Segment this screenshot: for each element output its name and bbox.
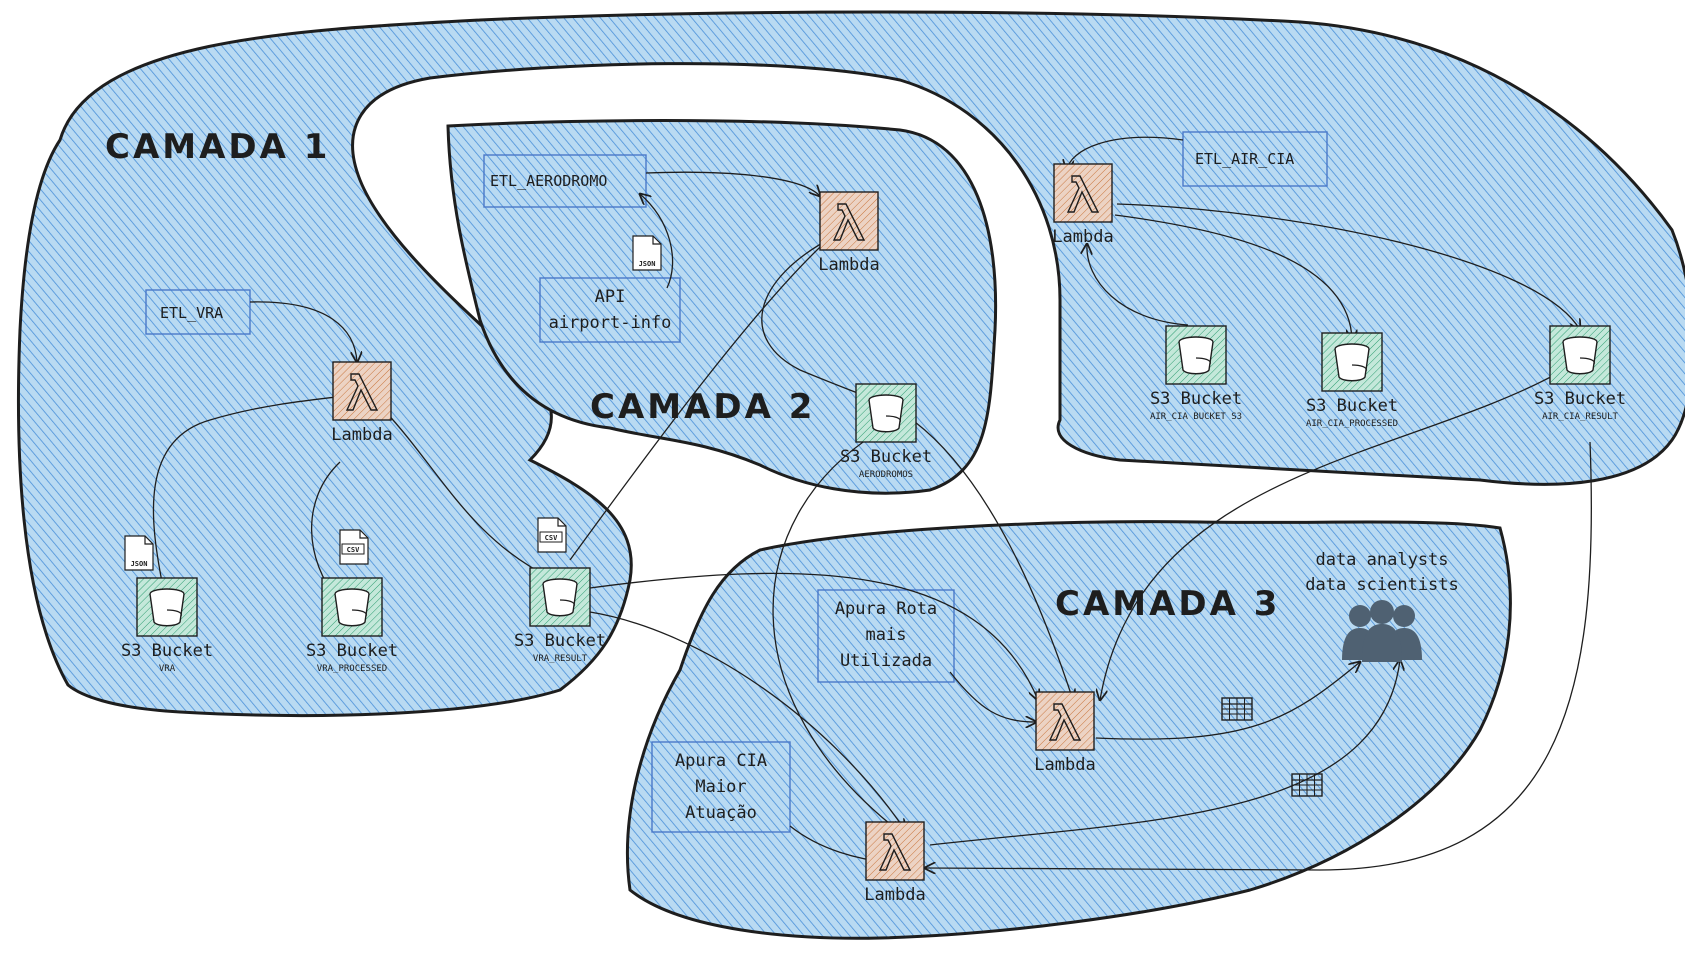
etl-air-cia-box: ETL_AIR_CIA xyxy=(1182,131,1328,187)
s3-bucket-icon xyxy=(529,567,591,627)
lambda-cia: Lambda xyxy=(864,821,926,905)
edge-etl-aerodromo-to-lambda xyxy=(645,171,820,196)
bucket-air-cia-processed-label: S3 Bucket xyxy=(1306,396,1398,416)
bucket-vra-processed: S3 Bucket VRA_PROCESSED xyxy=(306,577,398,674)
edge-air-cia-result-to-lambda-3 xyxy=(1100,371,1561,700)
users-icon xyxy=(1342,600,1422,662)
bucket-vra-name: VRA xyxy=(159,664,176,674)
lambda-icon xyxy=(865,821,925,881)
api-airport-info-box: API airport-info xyxy=(539,277,681,343)
edge-lambda-to-air-cia-processed xyxy=(1114,214,1352,340)
bucket-air-cia-processed: S3 Bucket AIR_CIA_PROCESSED xyxy=(1306,332,1398,429)
s3-bucket-icon xyxy=(321,577,383,637)
lambda-icon xyxy=(1035,691,1095,751)
task-rota-line-1: Apura Rota xyxy=(835,599,937,619)
layer-2-title: CAMADA 2 xyxy=(590,387,815,427)
edge-air-cia-bucket-to-lambda xyxy=(1087,244,1189,326)
table-icon xyxy=(1291,773,1323,797)
table-icon xyxy=(1221,697,1253,721)
bucket-air-cia-name: AIR_CIA BUCKET S3 xyxy=(1150,412,1242,422)
layer-1-region xyxy=(16,10,1685,718)
task-rota-line-2: mais xyxy=(866,625,907,645)
csv-file-icon: CSV xyxy=(537,517,567,553)
json-badge-text-2: JSON xyxy=(639,260,656,268)
bucket-vra-result: S3 Bucket VRA_RESULT xyxy=(514,567,606,664)
lambda-cia-label: Lambda xyxy=(864,885,925,905)
edge-aerodromos-to-lambda-3 xyxy=(914,421,1073,700)
bucket-aerodromos: S3 Bucket AERODROMOS xyxy=(840,383,932,480)
s3-bucket-icon xyxy=(1549,325,1611,385)
s3-bucket-icon xyxy=(136,577,198,637)
json-file-icon: JSON xyxy=(124,535,154,571)
edge-vra-result-to-lambda-2 xyxy=(569,236,832,561)
lambda-icon xyxy=(332,361,392,421)
edge-lambda-to-vra-result xyxy=(383,409,555,580)
csv-badge-text: CSV xyxy=(347,546,360,554)
json-badge-text: JSON xyxy=(131,560,148,568)
consumers-line-1: data analysts xyxy=(1315,550,1448,570)
api-subtitle: airport-info xyxy=(549,313,672,333)
s3-bucket-icon xyxy=(1165,325,1227,385)
lambda-rota-label: Lambda xyxy=(1034,755,1095,775)
edge-lambda-3-to-people xyxy=(1095,662,1360,740)
task-rota-line-3: Utilizada xyxy=(840,651,932,671)
bucket-air-cia-result: S3 Bucket AIR_CIA_RESULT xyxy=(1534,325,1626,422)
bucket-vra-processed-label: S3 Bucket xyxy=(306,641,398,661)
edge-air-cia-result-to-lambda-4 xyxy=(925,441,1593,870)
etl-air-cia-label: ETL_AIR_CIA xyxy=(1195,150,1294,168)
etl-aerodromo-box: ETL_AERODROMO xyxy=(483,154,647,208)
edge-etl-vra-to-lambda xyxy=(249,301,357,362)
lambda-air-cia: Lambda xyxy=(1052,163,1114,247)
edge-api-to-etl-aerodromo xyxy=(640,194,674,289)
edge-task-rota-to-lambda-3 xyxy=(949,671,1036,722)
edge-lambda-to-air-cia-result xyxy=(1116,203,1580,330)
s3-bucket-icon xyxy=(855,383,917,443)
lambda-rota: Lambda xyxy=(1034,691,1096,775)
layer-1-title: CAMADA 1 xyxy=(105,127,330,167)
csv-file-icon: CSV xyxy=(339,529,369,565)
bucket-air-cia-result-name: AIR_CIA_RESULT xyxy=(1542,412,1618,422)
lambda-aerodromo: Lambda xyxy=(818,191,880,275)
edges xyxy=(152,136,1593,870)
bucket-air-cia-label: S3 Bucket xyxy=(1150,389,1242,409)
edge-aerodromos-to-lambda-4 xyxy=(772,433,900,832)
bucket-air-cia-result-label: S3 Bucket xyxy=(1534,389,1626,409)
bucket-aerodromos-name: AERODROMOS xyxy=(859,470,913,480)
lambda-vra-label: Lambda xyxy=(331,425,392,445)
task-rota-box: Apura Rota mais Utilizada xyxy=(817,589,955,683)
lambda-icon xyxy=(1053,163,1113,223)
s3-bucket-icon xyxy=(1321,332,1383,392)
lambda-icon xyxy=(819,191,879,251)
json-file-icon: JSON xyxy=(632,235,662,271)
lambda-air-cia-label: Lambda xyxy=(1052,227,1113,247)
edge-vra-result-to-lambda-3 xyxy=(589,572,1038,700)
data-consumers: data analysts data scientists xyxy=(1305,550,1459,662)
bucket-air-cia: S3 Bucket AIR_CIA BUCKET S3 xyxy=(1150,325,1242,422)
api-title: API xyxy=(595,287,626,307)
task-cia-line-1: Apura CIA xyxy=(675,751,767,771)
bucket-vra-processed-name: VRA_PROCESSED xyxy=(317,664,387,674)
task-cia-line-2: Maior xyxy=(695,777,746,797)
bucket-aerodromos-label: S3 Bucket xyxy=(840,447,932,467)
bucket-vra: S3 Bucket VRA xyxy=(121,577,213,674)
csv-badge-text-2: CSV xyxy=(545,534,558,542)
bucket-vra-result-label: S3 Bucket xyxy=(514,631,606,651)
edge-vra-result-to-lambda-4 xyxy=(589,611,905,830)
consumers-line-2: data scientists xyxy=(1305,575,1459,595)
etl-vra-box: ETL_VRA xyxy=(145,289,251,335)
edge-bucket-vra-to-lambda xyxy=(152,396,345,583)
etl-aerodromo-label: ETL_AERODROMO xyxy=(490,172,607,190)
etl-vra-label: ETL_VRA xyxy=(160,304,223,322)
lambda-vra: Lambda xyxy=(331,361,393,445)
lambda-aerodromo-label: Lambda xyxy=(818,255,879,275)
task-cia-line-3: Atuação xyxy=(685,803,757,823)
edge-lambda-4-to-people xyxy=(929,660,1400,846)
bucket-vra-label: S3 Bucket xyxy=(121,641,213,661)
bucket-vra-result-name: VRA_RESULT xyxy=(533,654,588,664)
task-cia-box: Apura CIA Maior Atuação xyxy=(651,741,791,833)
bucket-air-cia-processed-name: AIR_CIA_PROCESSED xyxy=(1306,419,1398,429)
layer-3-title: CAMADA 3 xyxy=(1055,584,1280,624)
